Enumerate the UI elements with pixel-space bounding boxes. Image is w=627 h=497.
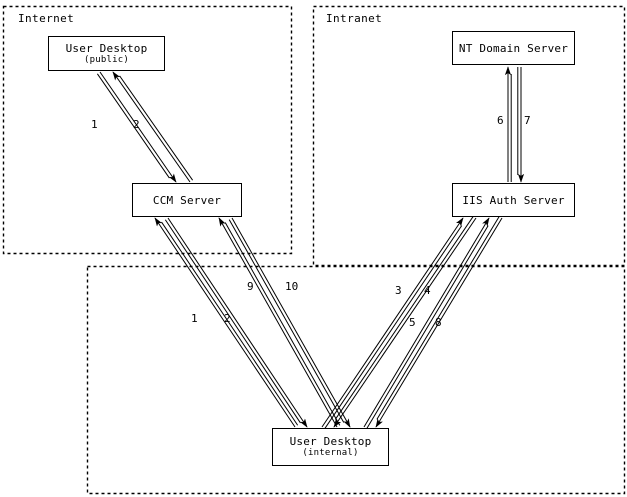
flow-line-secondary bbox=[324, 225, 463, 430]
flow-line-secondary bbox=[228, 219, 345, 423]
flow-arrow-flow-2 bbox=[112, 71, 194, 183]
flow-line-secondary bbox=[366, 225, 489, 429]
node-user-desktop-internal[interactable]: User Desktop(internal) bbox=[272, 428, 389, 466]
flow-number-label-9: 9 bbox=[247, 280, 254, 293]
flow-line-primary bbox=[321, 217, 464, 428]
node-ccm-server[interactable]: CCM Server bbox=[132, 183, 242, 217]
flow-number-label-8: 8 bbox=[435, 316, 442, 329]
flow-number-label-1-bot: 1 bbox=[191, 312, 198, 325]
flow-number-label-10: 10 bbox=[285, 280, 299, 293]
flow-line-secondary bbox=[161, 221, 299, 426]
flow-line-secondary bbox=[164, 219, 301, 424]
flow-line-secondary bbox=[376, 216, 500, 420]
node-title-user-desktop-internal: User Desktop bbox=[289, 435, 372, 448]
flow-number-label-2-bot: 2 bbox=[224, 312, 231, 325]
zone-border-internet bbox=[2, 5, 293, 255]
zone-border-internal-network bbox=[86, 265, 626, 495]
flow-number-label-2-top: 2 bbox=[133, 118, 140, 131]
flow-line-primary bbox=[333, 217, 477, 428]
node-subtitle-user-desktop-internal: (internal) bbox=[302, 448, 359, 458]
flow-arrow-flow-9 bbox=[218, 217, 341, 428]
flow-line-secondary bbox=[96, 73, 170, 179]
node-user-desktop-public[interactable]: User Desktop(public) bbox=[48, 36, 165, 71]
flow-arrow-flow-1-internal bbox=[154, 217, 299, 428]
flow-arrows-layer bbox=[96, 66, 525, 430]
zone-borders-layer bbox=[2, 5, 626, 495]
node-iis-auth-server[interactable]: IIS Auth Server bbox=[452, 183, 575, 217]
flow-arrow-flow-5 bbox=[363, 217, 490, 429]
node-subtitle-user-desktop-public: (public) bbox=[84, 54, 129, 65]
flow-number-label-7: 7 bbox=[524, 114, 531, 127]
flow-arrow-flow-3 bbox=[321, 217, 464, 430]
flow-arrow-flow-8 bbox=[375, 216, 503, 428]
node-title-ccm-server: CCM Server bbox=[152, 193, 222, 207]
flow-arrow-flow-1 bbox=[96, 71, 177, 183]
flow-line-primary bbox=[112, 71, 191, 183]
node-nt-domain-server[interactable]: NT Domain Server bbox=[452, 31, 575, 65]
zone-label-internet: Internet bbox=[18, 12, 75, 25]
flow-line-primary bbox=[154, 217, 296, 428]
flow-line-secondary bbox=[119, 75, 194, 181]
flow-line-primary bbox=[363, 217, 490, 428]
flow-number-label-5: 5 bbox=[409, 316, 416, 329]
flow-number-label-6: 6 bbox=[497, 114, 504, 127]
flow-line-secondary bbox=[224, 222, 341, 426]
flow-line-primary bbox=[375, 217, 503, 428]
node-title-user-desktop-public: User Desktop bbox=[65, 41, 148, 55]
zone-label-intranet: Intranet bbox=[326, 12, 383, 25]
flow-arrow-flow-10 bbox=[228, 217, 351, 428]
flow-number-label-4: 4 bbox=[424, 284, 431, 297]
flow-arrow-flow-6 bbox=[504, 66, 512, 182]
flow-line-primary bbox=[99, 71, 177, 183]
flow-arrow-flow-4 bbox=[333, 215, 477, 428]
flow-line-primary bbox=[218, 217, 338, 428]
node-title-nt-domain-server: NT Domain Server bbox=[458, 41, 569, 55]
flow-number-label-1-top: 1 bbox=[91, 118, 98, 131]
flow-line-secondary bbox=[334, 215, 474, 420]
flow-arrow-flow-2-internal bbox=[164, 217, 308, 428]
flow-number-label-3: 3 bbox=[395, 284, 402, 297]
node-title-iis-auth-server: IIS Auth Server bbox=[462, 193, 565, 207]
flow-line-primary bbox=[231, 217, 351, 428]
flow-arrow-flow-7 bbox=[517, 67, 525, 183]
zone-border-intranet bbox=[312, 5, 626, 267]
flow-line-primary bbox=[167, 217, 308, 428]
